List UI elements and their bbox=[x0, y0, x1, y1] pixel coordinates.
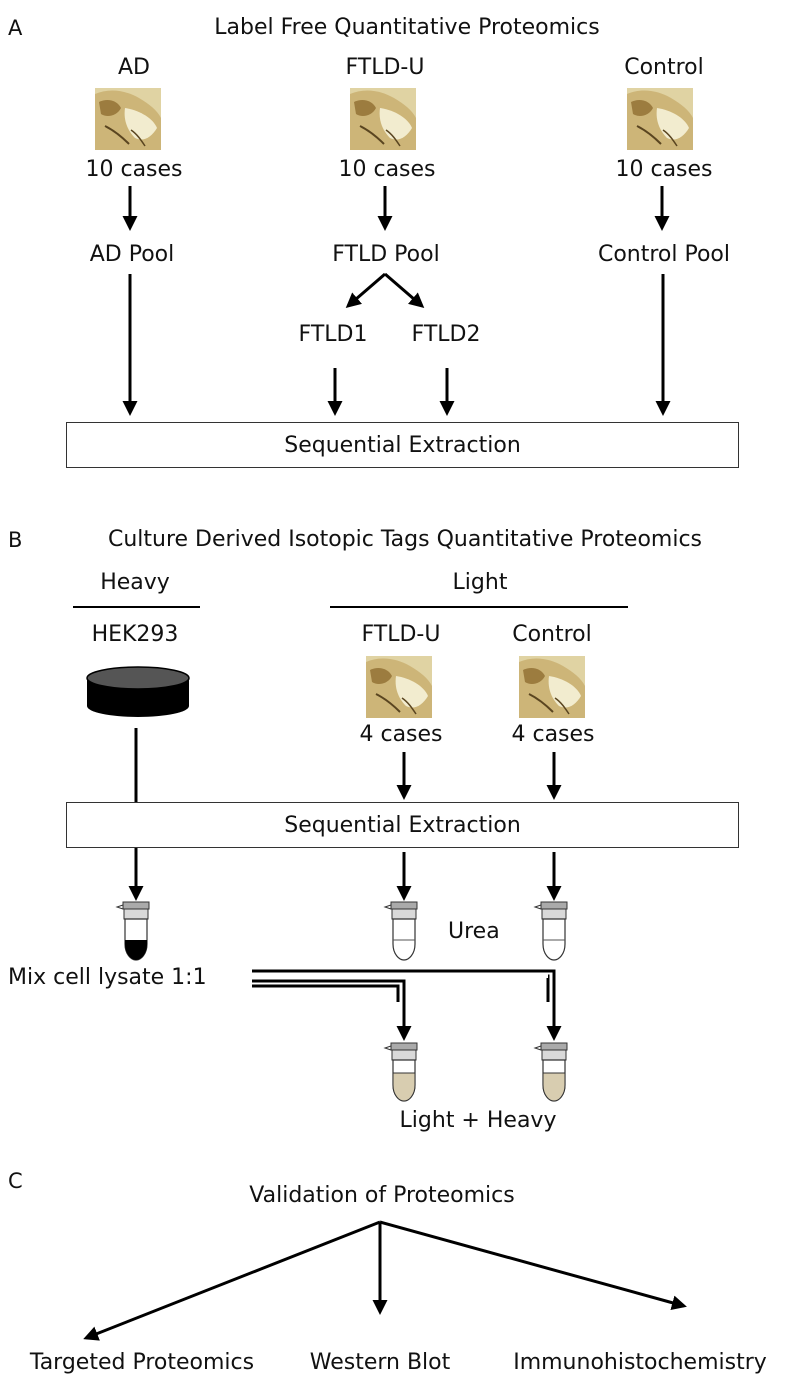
mix-label: Mix cell lysate 1:1 bbox=[8, 965, 207, 991]
brain-tissue-icon-ftld bbox=[349, 87, 417, 151]
method-western-blot: Western Blot bbox=[309, 1350, 451, 1375]
light-cases-ftld: 4 cases bbox=[359, 722, 443, 747]
arrow-split-ftld2 bbox=[384, 272, 425, 308]
cases-count-ftld: 10 cases bbox=[338, 157, 436, 182]
brain-tissue-icon-control bbox=[626, 87, 694, 151]
urea-label: Urea bbox=[448, 919, 500, 944]
brain-tissue-icon-control-light bbox=[518, 655, 586, 719]
brain-tissue-icon-ad bbox=[94, 87, 162, 151]
cases-count-ad: 10 cases bbox=[85, 157, 183, 182]
cases-count-control: 10 cases bbox=[615, 157, 713, 182]
urea-tube-icon-ftld bbox=[384, 901, 418, 961]
method-targeted-proteomics: Targeted Proteomics bbox=[29, 1350, 255, 1375]
light-heavy-label: Light + Heavy bbox=[399, 1108, 557, 1133]
group-label-control: Control bbox=[624, 55, 704, 80]
method-immunohistochemistry: Immunohistochemistry bbox=[513, 1350, 767, 1375]
pool-label-control: Control Pool bbox=[597, 242, 731, 267]
panel-c-title: Validation of Proteomics bbox=[249, 1183, 515, 1208]
sequential-extraction-box-a: Sequential Extraction bbox=[66, 422, 739, 468]
light-cases-control: 4 cases bbox=[511, 722, 595, 747]
sequential-extraction-box-b: Sequential Extraction bbox=[66, 802, 739, 848]
urea-tube-icon-control bbox=[534, 901, 568, 961]
culture-dish-icon bbox=[86, 666, 190, 717]
arrow-ihc bbox=[379, 1220, 687, 1311]
panel-b-title: Culture Derived Isotopic Tags Quantitati… bbox=[107, 527, 703, 552]
group-label-ad: AD bbox=[118, 55, 150, 80]
split-label-ftld1: FTLD1 bbox=[298, 322, 368, 347]
light-label: Light bbox=[452, 570, 508, 595]
mix-connector bbox=[252, 969, 562, 1041]
split-label-ftld2: FTLD2 bbox=[411, 322, 481, 347]
light-group-label-control: Control bbox=[512, 622, 592, 647]
panel-a-title: Label Free Quantitative Proteomics bbox=[214, 15, 600, 40]
arrow-split-ftld1 bbox=[345, 272, 386, 308]
heavy-sample-label: HEK293 bbox=[91, 622, 179, 647]
panel-letter-c: C bbox=[8, 1169, 23, 1193]
arrow-targeted bbox=[83, 1220, 381, 1341]
light-group-label-ftld: FTLD-U bbox=[361, 622, 441, 647]
mixed-tube-icon-control bbox=[534, 1042, 568, 1102]
mixed-tube-icon-ftld bbox=[384, 1042, 418, 1102]
panel-letter-a: A bbox=[8, 16, 23, 40]
pool-label-ad: AD Pool bbox=[89, 242, 175, 267]
heavy-label: Heavy bbox=[100, 570, 170, 595]
heavy-lysate-tube-icon bbox=[116, 901, 150, 961]
panel-letter-b: B bbox=[8, 528, 23, 552]
pool-label-ftld: FTLD Pool bbox=[332, 242, 440, 267]
brain-tissue-icon-ftld-light bbox=[365, 655, 433, 719]
group-label-ftld: FTLD-U bbox=[345, 55, 425, 80]
